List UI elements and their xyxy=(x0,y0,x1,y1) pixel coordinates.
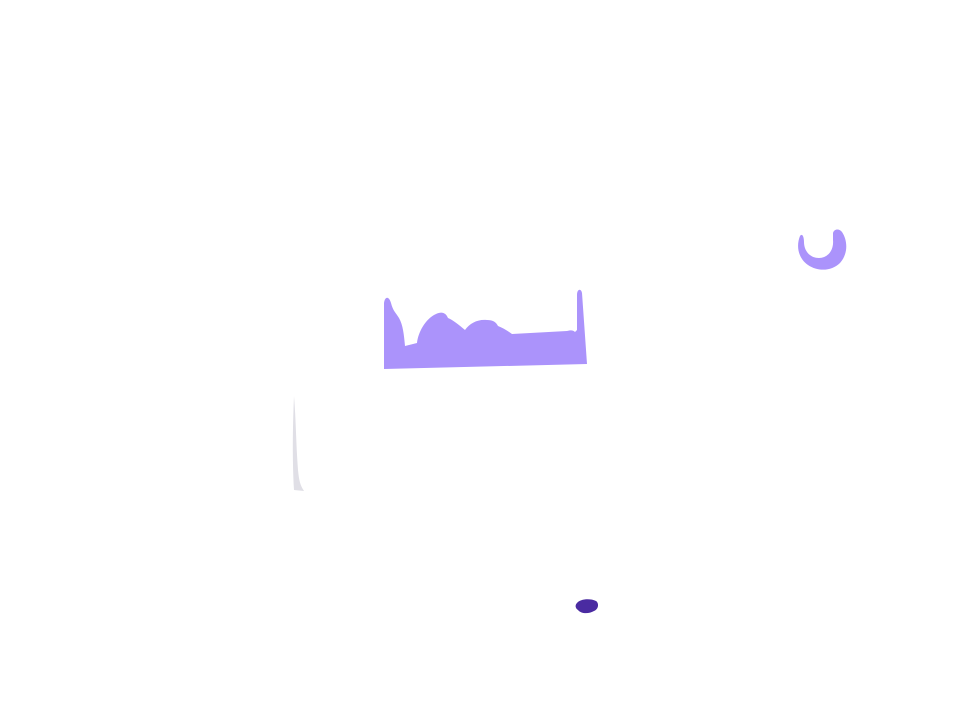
gray-sliver-shape xyxy=(292,396,304,491)
lavender-skyline-shape xyxy=(384,289,587,369)
lavender-hook-shape xyxy=(798,229,847,270)
purple-dot-shape xyxy=(575,599,599,614)
